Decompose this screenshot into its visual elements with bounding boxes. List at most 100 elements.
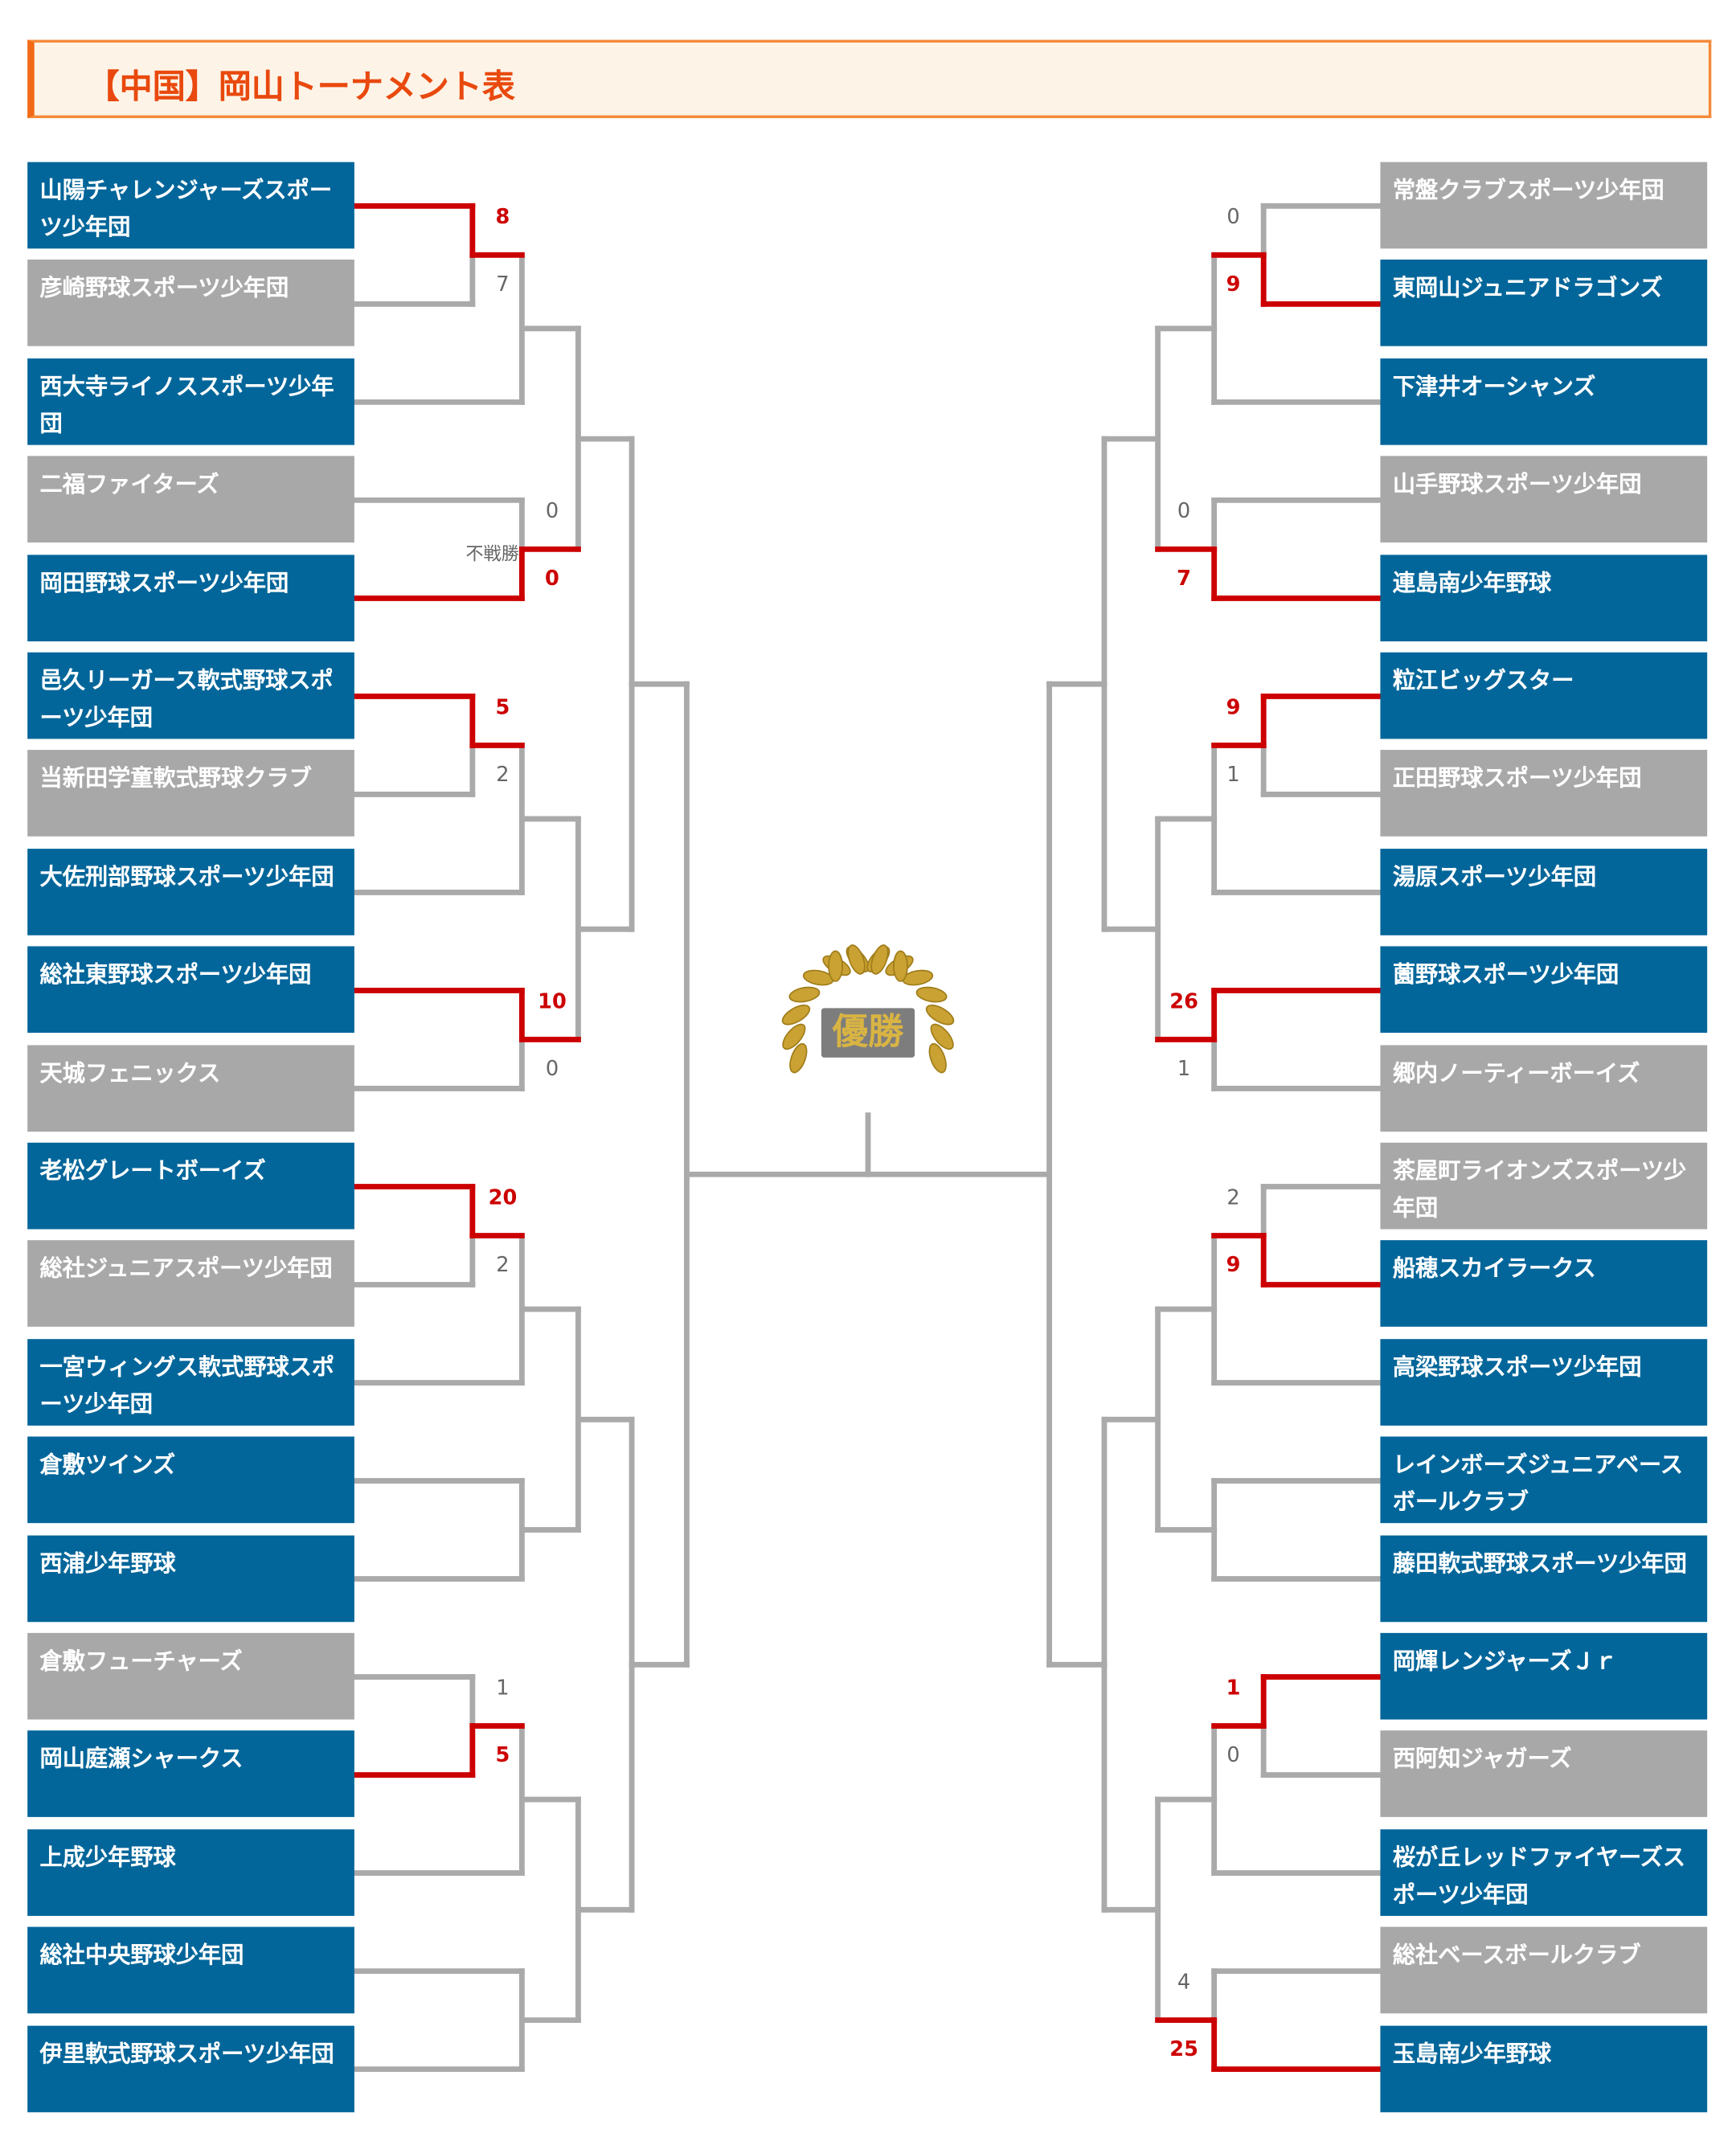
left-team-box[interactable]: 西大寺ライノススポーツ少年団	[27, 358, 354, 445]
left-team-box[interactable]: 老松グレートボーイズ	[27, 1142, 354, 1230]
left-team-box[interactable]: 西浦少年野球	[27, 1534, 354, 1622]
team-name: 総社東野球スポーツ少年団	[39, 961, 312, 989]
team-name: 天城フェニックス	[39, 1059, 221, 1087]
team-name: 倉敷フューチャーズ	[39, 1648, 243, 1675]
right-team-box[interactable]: 下津井オーシャンズ	[1380, 358, 1708, 445]
team-name: 総社ベースボールクラブ	[1392, 1942, 1641, 1969]
match-score: 5	[496, 1743, 510, 1767]
page-title-banner: 【中国】岡山トーナメント表	[27, 39, 1712, 118]
team-name: 倉敷ツインズ	[39, 1451, 176, 1479]
right-team-box[interactable]: 岡輝レンジャーズＪｒ	[1380, 1632, 1708, 1720]
team-name: 高梁野球スポーツ少年団	[1392, 1353, 1642, 1381]
trophy-label: 優勝	[832, 1010, 904, 1052]
right-team-box[interactable]: 東岡山ジュニアドラゴンズ	[1380, 260, 1708, 347]
team-name: 岡山庭瀬シャークス	[39, 1746, 244, 1773]
team-name: 東岡山ジュニアドラゴンズ	[1392, 275, 1663, 301]
right-team-box[interactable]: 西阿知ジャガーズ	[1380, 1730, 1708, 1818]
walkover-note: 不戦勝	[465, 544, 519, 565]
left-team-box[interactable]: 倉敷ツインズ	[27, 1436, 354, 1524]
right-team-box[interactable]: 総社ベースボールクラブ	[1380, 1926, 1708, 2014]
match-score: 1	[1226, 1676, 1241, 1700]
match-score: 0	[545, 567, 559, 591]
team-name: 二福ファイターズ	[39, 471, 219, 497]
match-score: 9	[1226, 1253, 1241, 1277]
right-team-box[interactable]: 玉島南少年野球	[1380, 2024, 1708, 2112]
team-name: 当新田学童軟式野球クラブ	[39, 765, 312, 792]
team-name: 岡田野球スポーツ少年団	[39, 569, 289, 596]
right-team-box[interactable]: レインボーズジュニアベースボールクラブ	[1380, 1436, 1708, 1524]
left-team-box[interactable]: 倉敷フューチャーズ	[27, 1632, 354, 1720]
left-team-box[interactable]: 総社東野球スポーツ少年団	[27, 946, 354, 1034]
left-team-box[interactable]: 山陽チャレンジャーズスポーツ少年団	[27, 162, 354, 249]
right-team-box[interactable]: 粒江ビッグスター	[1380, 652, 1708, 739]
match-score: 5	[496, 695, 510, 719]
left-team-box[interactable]: 伊里軟式野球スポーツ少年団	[27, 2024, 354, 2112]
team-name: レインボーズジュニアベースボールクラブ	[1392, 1451, 1684, 1516]
match-score: 1	[1226, 763, 1239, 787]
team-name: 船穂スカイラークス	[1392, 1255, 1596, 1283]
left-team-box[interactable]: 岡田野球スポーツ少年団	[27, 554, 354, 641]
left-team-box[interactable]: 岡山庭瀬シャークス	[27, 1730, 354, 1818]
left-team-box[interactable]: 邑久リーガース軟式野球スポーツ少年団	[27, 652, 354, 739]
match-score: 0	[1226, 1743, 1239, 1767]
team-name: 上成少年野球	[39, 1844, 176, 1871]
left-team-box[interactable]: 大佐刑部野球スポーツ少年団	[27, 848, 354, 935]
left-team-box[interactable]: 天城フェニックス	[27, 1044, 354, 1132]
team-name: 粒江ビッグスター	[1392, 667, 1574, 694]
team-name: 山陽チャレンジャーズスポーツ少年団	[39, 177, 333, 241]
left-team-box[interactable]: 上成少年野球	[27, 1828, 354, 1916]
left-team-box[interactable]: 総社ジュニアスポーツ少年団	[27, 1240, 354, 1328]
team-name: 西浦少年野球	[39, 1549, 176, 1577]
match-score: 4	[1177, 1970, 1190, 1994]
right-team-box[interactable]: 正田野球スポーツ少年団	[1380, 750, 1708, 837]
team-name: 下津井オーシャンズ	[1392, 373, 1596, 399]
page-title: 【中国】岡山トーナメント表	[86, 67, 515, 106]
team-name: 玉島南少年野球	[1392, 2040, 1552, 2067]
right-team-box[interactable]: 湯原スポーツ少年団	[1380, 848, 1708, 935]
team-name: 西大寺ライノススポーツ少年団	[39, 373, 334, 437]
match-score: 8	[496, 205, 510, 229]
right-team-box[interactable]: 桜が丘レッドファイヤーズスポーツ少年団	[1380, 1828, 1708, 1916]
match-score: 0	[546, 1057, 559, 1081]
right-team-box[interactable]: 茶屋町ライオンズスポーツ少年団	[1380, 1142, 1708, 1230]
left-team-box[interactable]: 総社中央野球少年団	[27, 1926, 354, 2014]
match-score: 0	[1226, 205, 1239, 229]
right-team-box[interactable]: 連島南少年野球	[1380, 554, 1708, 641]
left-team-box[interactable]: 二福ファイターズ	[27, 456, 354, 543]
team-name: 大佐刑部野球スポーツ少年団	[39, 863, 334, 890]
match-score: 2	[496, 1253, 509, 1277]
right-team-box[interactable]: 藤田軟式野球スポーツ少年団	[1380, 1534, 1708, 1622]
right-team-box[interactable]: 薗野球スポーツ少年団	[1380, 946, 1708, 1034]
team-name: 総社中央野球少年団	[39, 1942, 244, 1969]
match-score: 25	[1169, 2037, 1198, 2061]
match-score: 20	[489, 1185, 518, 1210]
match-score: 9	[1226, 272, 1241, 297]
team-name: 連島南少年野球	[1392, 569, 1552, 596]
team-name: 茶屋町ライオンズスポーツ少年団	[1392, 1157, 1687, 1222]
left-team-box[interactable]: 当新田学童軟式野球クラブ	[27, 750, 354, 837]
team-name: 正田野球スポーツ少年団	[1392, 765, 1642, 792]
trophy-wreath-icon: 優勝	[781, 944, 955, 1074]
team-name: 常盤クラブスポーツ少年団	[1392, 177, 1664, 203]
team-name: 岡輝レンジャーズＪｒ	[1392, 1648, 1617, 1675]
match-score: 9	[1226, 695, 1241, 719]
team-name: 湯原スポーツ少年団	[1392, 863, 1597, 890]
left-team-box[interactable]: 一宮ウィングス軟式野球スポーツ少年団	[27, 1338, 354, 1426]
team-name: 薗野球スポーツ少年団	[1392, 961, 1619, 989]
left-team-box[interactable]: 彦崎野球スポーツ少年団	[27, 260, 354, 347]
team-name: 桜が丘レッドファイヤーズスポーツ少年団	[1392, 1844, 1686, 1908]
team-name: 総社ジュニアスポーツ少年団	[39, 1255, 333, 1283]
right-team-box[interactable]: 船穂スカイラークス	[1380, 1240, 1708, 1328]
right-team-box[interactable]: 郷内ノーティーボーイズ	[1380, 1044, 1708, 1132]
right-team-box[interactable]: 山手野球スポーツ少年団	[1380, 456, 1708, 543]
team-name: 山手野球スポーツ少年団	[1392, 471, 1642, 497]
match-score: 7	[1177, 567, 1191, 591]
team-name: 老松グレートボーイズ	[39, 1157, 266, 1185]
team-name: 一宮ウィングス軟式野球スポーツ少年団	[39, 1353, 335, 1418]
right-team-box[interactable]: 常盤クラブスポーツ少年団	[1380, 162, 1708, 249]
right-team-box[interactable]: 高梁野球スポーツ少年団	[1380, 1338, 1708, 1426]
team-name: 彦崎野球スポーツ少年団	[39, 275, 289, 301]
match-score: 1	[496, 1676, 509, 1700]
team-name: 郷内ノーティーボーイズ	[1392, 1059, 1640, 1087]
